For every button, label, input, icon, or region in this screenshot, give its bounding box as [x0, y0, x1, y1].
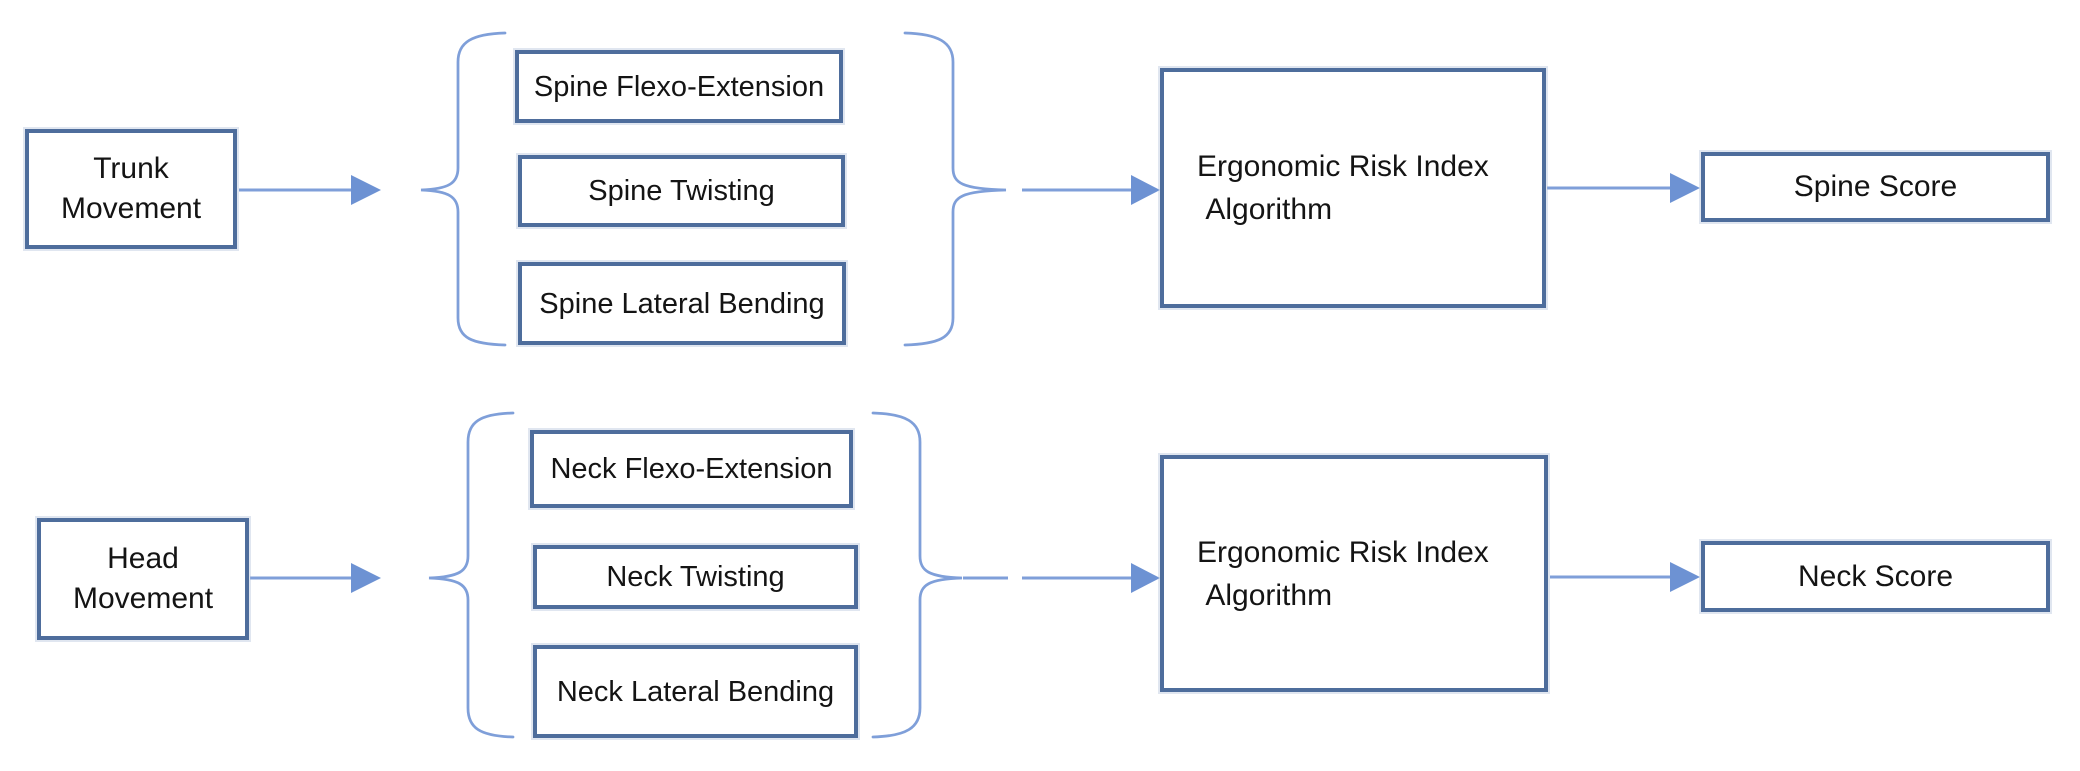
- trunk-inputs-right-brace-icon: [903, 31, 1007, 347]
- arrow-algorithm-to-spine-score: [1547, 173, 1700, 203]
- head-movement-box: Head Movement: [37, 518, 249, 640]
- neck-twisting-label: Neck Twisting: [606, 561, 785, 593]
- arrow-head-to-inputs: [250, 563, 381, 593]
- trunk-movement-label: Trunk Movement: [60, 152, 202, 225]
- neck-twisting-box: Neck Twisting: [533, 545, 858, 609]
- neck-lateral-bending-label: Neck Lateral Bending: [556, 675, 835, 708]
- arrowhead-icon: [351, 175, 381, 205]
- arrowhead-icon: [1670, 562, 1700, 592]
- neck-inputs-left-brace-icon: [428, 411, 515, 739]
- ergonomic-risk-algorithm-box-bottom: Ergonomic Risk Index Algorithm: [1160, 455, 1548, 692]
- neck-lateral-bending-box: Neck Lateral Bending: [533, 645, 858, 738]
- trunk-inputs-left-brace-icon: [420, 31, 507, 347]
- arrow-algorithm-to-neck-score: [1550, 562, 1700, 592]
- spine-lateral-bending-label: Spine Lateral Bending: [539, 287, 825, 320]
- neck-flexo-extension-label: Neck Flexo-Extension: [550, 453, 833, 485]
- ergonomic-risk-algorithm-label-top: Ergonomic Risk Index Algorithm: [1197, 150, 1489, 226]
- ergonomic-risk-algorithm-box-top: Ergonomic Risk Index Algorithm: [1160, 68, 1546, 308]
- arrowhead-icon: [1131, 563, 1160, 593]
- arrowhead-icon: [351, 563, 381, 593]
- neck-score-box: Neck Score: [1701, 541, 2050, 612]
- neck-score-label: Neck Score: [1797, 559, 1954, 593]
- spine-lateral-bending-box: Spine Lateral Bending: [518, 262, 846, 345]
- neck-flexo-extension-box: Neck Flexo-Extension: [530, 430, 853, 508]
- spine-twisting-box: Spine Twisting: [518, 155, 845, 227]
- arrowhead-icon: [1131, 175, 1160, 205]
- trunk-movement-box: Trunk Movement: [25, 129, 237, 249]
- spine-score-label: Spine Score: [1793, 170, 1958, 203]
- head-movement-label: Head Movement: [72, 542, 214, 615]
- arrow-inputs-to-algorithm-top: [1022, 175, 1160, 205]
- arrow-inputs-to-algorithm-bottom: [963, 563, 1160, 593]
- spine-twisting-label: Spine Twisting: [588, 175, 775, 207]
- neck-inputs-right-brace-icon: [871, 411, 963, 739]
- spine-flexo-extension-box: Spine Flexo-Extension: [515, 50, 843, 123]
- spine-score-box: Spine Score: [1701, 152, 2050, 222]
- spine-flexo-extension-label: Spine Flexo-Extension: [533, 70, 825, 103]
- arrow-trunk-to-inputs: [239, 175, 381, 205]
- ergonomic-risk-algorithm-label-bottom: Ergonomic Risk Index Algorithm: [1197, 535, 1489, 612]
- arrowhead-icon: [1670, 173, 1700, 203]
